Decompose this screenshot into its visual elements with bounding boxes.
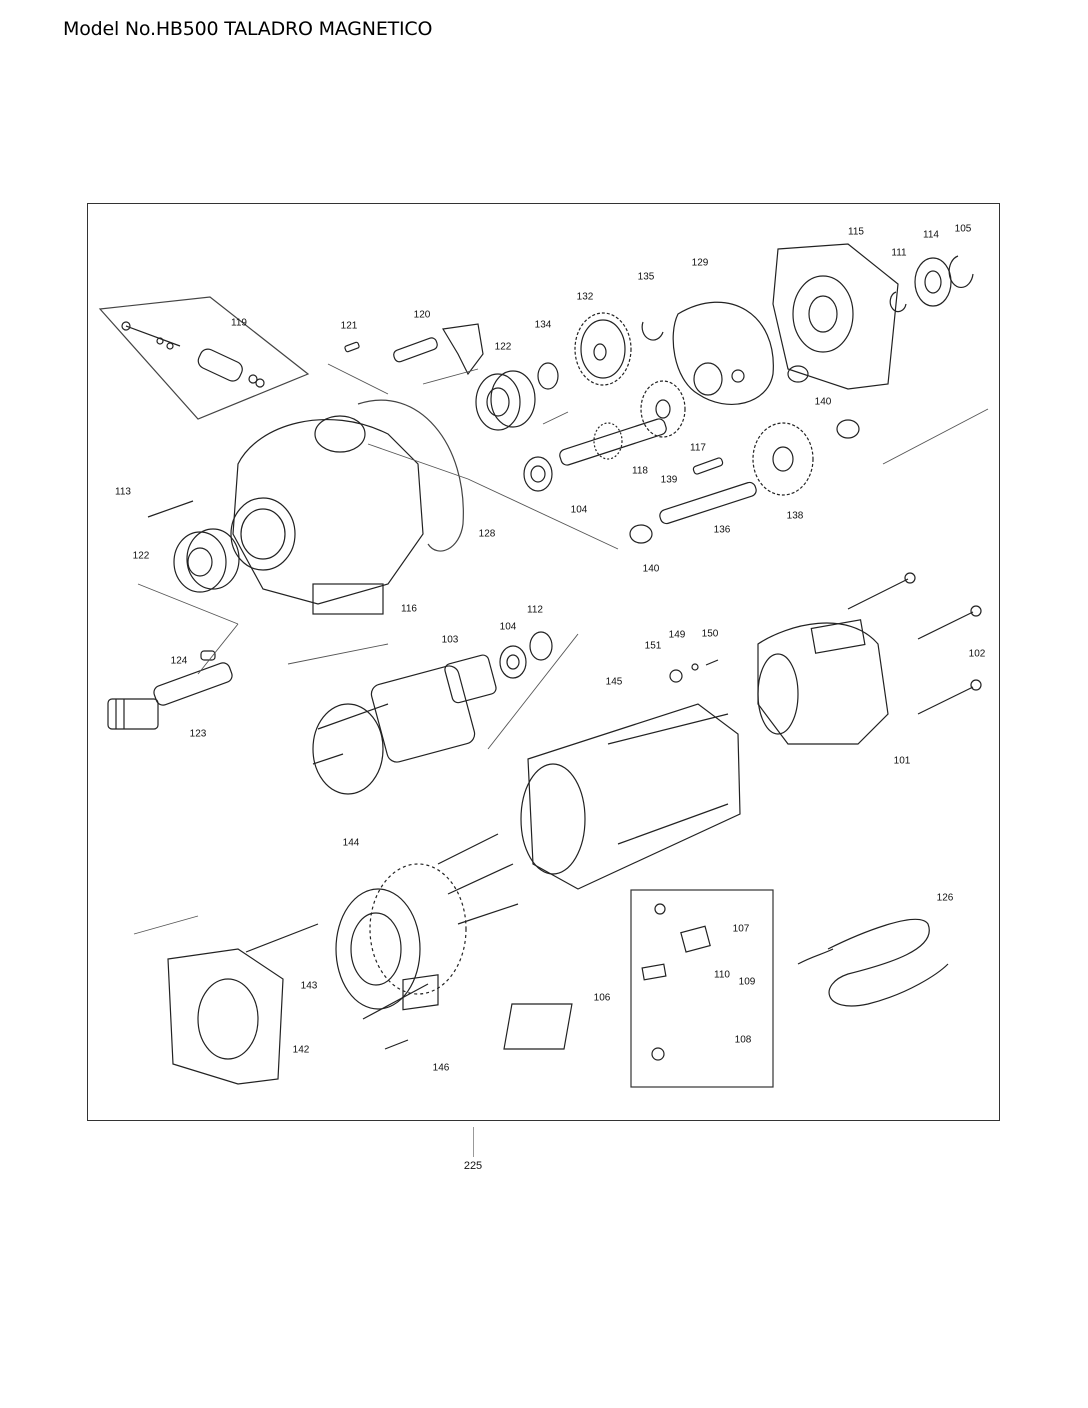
part-136-shaft [659, 481, 757, 525]
part-132-gear [574, 312, 632, 386]
part-115-housing [772, 243, 899, 390]
part-151-nut [669, 669, 683, 683]
callout-112: 112 [527, 604, 543, 616]
part-143-screw-b [362, 983, 429, 1020]
callout-121: 121 [340, 320, 358, 332]
part-105-ring [948, 255, 974, 289]
callout-122-lower: 122 [132, 550, 150, 562]
callout-128: 128 [478, 528, 496, 540]
page-title: Model No.HB500 TALADRO MAGNETICO [63, 18, 433, 40]
callout-104-top: 104 [570, 504, 588, 516]
callout-140-lower: 140 [642, 563, 660, 575]
part-104-bearing-top [523, 456, 553, 492]
part-104-bearing-lower [499, 645, 527, 679]
callout-138: 138 [786, 510, 804, 522]
part-126-cord [797, 918, 949, 1007]
callout-108: 108 [734, 1034, 752, 1046]
callout-150: 150 [701, 628, 719, 640]
callout-114: 114 [923, 229, 939, 241]
exploded-view-diagram: 119 121 120 122 134 132 135 129 115 114 … [87, 203, 1000, 1121]
part-146-terminal [384, 974, 439, 1050]
callout-149: 149 [668, 629, 686, 641]
callout-124: 124 [170, 655, 188, 667]
callout-129: 129 [691, 257, 709, 269]
callout-143: 143 [300, 980, 318, 992]
callout-151: 151 [644, 640, 662, 652]
callout-139: 139 [660, 474, 678, 486]
part-106-brush-holder-box [503, 889, 774, 1088]
part-103-armature [312, 654, 497, 795]
callout-105: 105 [954, 223, 972, 235]
callout-120: 120 [413, 309, 431, 321]
part-117-gear [640, 380, 686, 438]
callout-101: 101 [893, 755, 911, 767]
callout-144: 144 [342, 837, 360, 849]
part-123-spindle [107, 662, 233, 730]
part-129-plate [672, 301, 774, 405]
callout-103: 103 [441, 634, 459, 646]
part-140-bushing-b [629, 524, 653, 544]
callout-136: 136 [713, 524, 731, 536]
callout-110: 110 [714, 969, 730, 981]
part-120-bracket [393, 323, 484, 376]
callout-111: 111 [891, 247, 907, 259]
part-102-screws [847, 572, 982, 715]
callout-113: 113 [115, 486, 131, 498]
part-119-kit [98, 296, 310, 420]
part-116-gear-housing [230, 399, 464, 615]
part-140-bushing-a [836, 419, 860, 439]
part-142-baffle [167, 948, 284, 1085]
callout-123: 123 [189, 728, 207, 740]
part-149-washer [691, 663, 699, 671]
callout-118: 118 [632, 465, 648, 477]
callout-135: 135 [637, 271, 655, 283]
part-139-key [692, 457, 724, 475]
part-150-screw [705, 659, 719, 666]
part-122-bearing-top [475, 370, 536, 431]
callout-102: 102 [968, 648, 986, 660]
part-112-ring [529, 631, 553, 661]
part-118-shaft [559, 418, 667, 466]
part-114-bearing [914, 257, 952, 307]
part-143-screw-a [245, 923, 319, 953]
part-121-pin [344, 341, 360, 353]
part-145-motor-housing [520, 703, 741, 890]
leader-lines [133, 363, 989, 935]
callout-109: 109 [738, 976, 756, 988]
callout-104-lower: 104 [499, 621, 517, 633]
callout-145: 145 [605, 676, 623, 688]
callout-117: 117 [690, 442, 706, 454]
callout-134: 134 [534, 319, 552, 331]
callout-146: 146 [432, 1062, 450, 1074]
callout-116: 116 [401, 603, 417, 615]
callout-107: 107 [732, 923, 750, 935]
callout-119: 119 [231, 317, 247, 329]
callout-122-top: 122 [494, 341, 512, 353]
part-138-gear [752, 422, 814, 496]
callout-142: 142 [292, 1044, 310, 1056]
part-124-key [200, 650, 216, 661]
callout-132: 132 [576, 291, 594, 303]
part-134-washer [537, 362, 559, 390]
callout-106: 106 [593, 992, 611, 1004]
part-113-screw [147, 500, 194, 518]
callout-140-top: 140 [814, 396, 832, 408]
part-101-rear-cover [757, 619, 889, 745]
page-number-tick [473, 1127, 474, 1157]
part-111-clip [889, 291, 907, 313]
callout-126: 126 [936, 892, 954, 904]
part-144-field [335, 833, 519, 1010]
part-135-clip [641, 321, 664, 341]
part-122-bearing-lower [173, 528, 240, 593]
page-number: 225 [463, 1160, 483, 1172]
callout-115: 115 [848, 226, 864, 238]
